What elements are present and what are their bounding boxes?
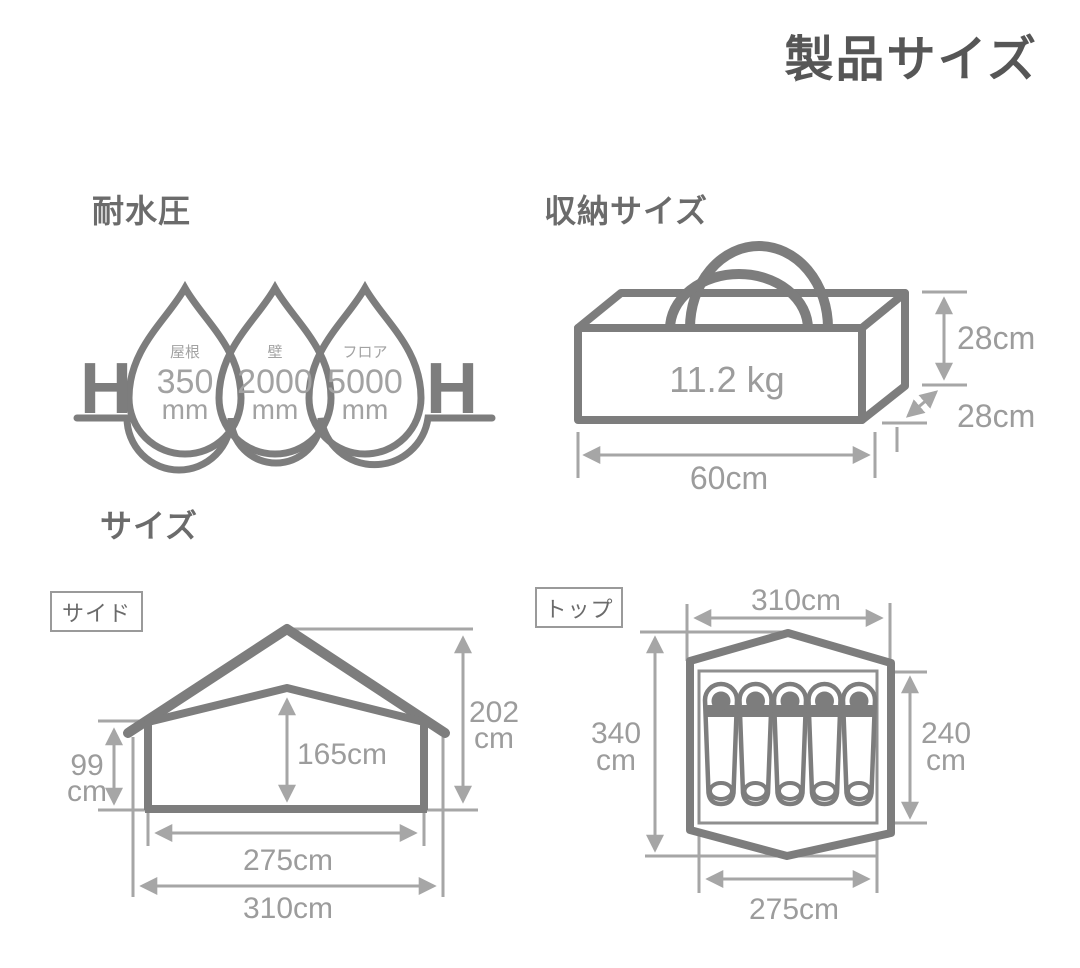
svg-text:mm: mm	[162, 394, 209, 425]
tent-top-view-diagram: 310cm 340 cm 240 cm 275cm	[591, 584, 971, 926]
side-overall-width-label: 310cm	[243, 892, 333, 925]
side-wall-height-unit: cm	[67, 775, 107, 808]
side-dimension-lines	[98, 627, 478, 897]
water-drop-icon	[125, 280, 245, 458]
sleeping-bags	[702, 681, 878, 807]
drop-wall-rating: 壁 2000 mm	[237, 344, 313, 425]
tent-top-illustration	[686, 629, 895, 860]
svg-text:350: 350	[157, 363, 214, 401]
page-title: 製品サイズ	[784, 33, 1038, 87]
bag-depth-label: 28cm	[957, 398, 1035, 434]
size-heading: サイズ	[100, 508, 199, 544]
water-line-right-h: H	[426, 349, 478, 429]
water-drop-icon	[215, 280, 335, 458]
side-inner-height-label: 165cm	[297, 738, 387, 771]
bag-handle-back	[685, 241, 833, 329]
drop-roof-rating: 屋根 350 mm	[157, 344, 214, 425]
top-inner-length-unit: cm	[926, 744, 966, 777]
sleeping-bag-icon	[771, 681, 809, 807]
bag-height-label: 28cm	[957, 320, 1035, 356]
svg-text:2000: 2000	[237, 363, 313, 401]
svg-text:mm: mm	[252, 394, 299, 425]
water-line-left-h: H	[80, 349, 132, 429]
bag-handle-front	[665, 269, 813, 330]
top-dimension-lines	[640, 603, 927, 893]
sleeping-bag-icon	[840, 681, 878, 807]
svg-text:フロア: フロア	[342, 344, 387, 361]
sleeping-bag-icon	[737, 681, 774, 807]
side-wall-height-value: 99	[70, 749, 103, 782]
top-overall-length-value: 340	[591, 717, 641, 750]
sleeping-bag-icon	[702, 681, 740, 807]
bag-weight: 11.2 kg	[669, 359, 784, 400]
side-view-tag: サイド	[50, 591, 143, 632]
top-overall-width-label: 310cm	[751, 584, 841, 617]
water-drop-icon	[305, 280, 425, 458]
water-resistance-diagram: H H 屋根 350 mm 壁 2000 mm フロア 5000 mm	[73, 280, 496, 474]
drop-floor-rating: フロア 5000 mm	[327, 344, 403, 425]
water-drops	[125, 280, 425, 458]
svg-text:5000: 5000	[327, 363, 403, 401]
storage-dimensions	[576, 290, 967, 478]
sleeping-bag-icon	[806, 681, 843, 807]
side-peak-height-unit: cm	[474, 722, 514, 755]
top-inner-width-label: 275cm	[749, 893, 839, 926]
storage-size-diagram: 11.2 kg 28cm 28cm 60cm	[574, 241, 1035, 495]
bag-width-label: 60cm	[690, 460, 768, 495]
storage-size-heading: 収納サイズ	[544, 193, 709, 229]
top-view-tag: トップ	[535, 587, 623, 628]
tent-side-view-diagram: 99 cm 202 cm 165cm 275cm 310cm	[67, 624, 519, 925]
svg-text:屋根: 屋根	[170, 344, 200, 361]
svg-text:mm: mm	[342, 394, 389, 425]
top-inner-length-value: 240	[921, 717, 971, 750]
tent-side-illustration	[123, 624, 450, 813]
top-overall-length-unit: cm	[596, 744, 636, 777]
side-floor-width-label: 275cm	[243, 844, 333, 877]
side-peak-height-value: 202	[469, 696, 519, 729]
water-line	[73, 414, 496, 474]
svg-text:壁: 壁	[267, 344, 282, 361]
carry-bag-illustration: 11.2 kg	[574, 241, 909, 424]
water-resistance-heading: 耐水圧	[92, 193, 192, 229]
